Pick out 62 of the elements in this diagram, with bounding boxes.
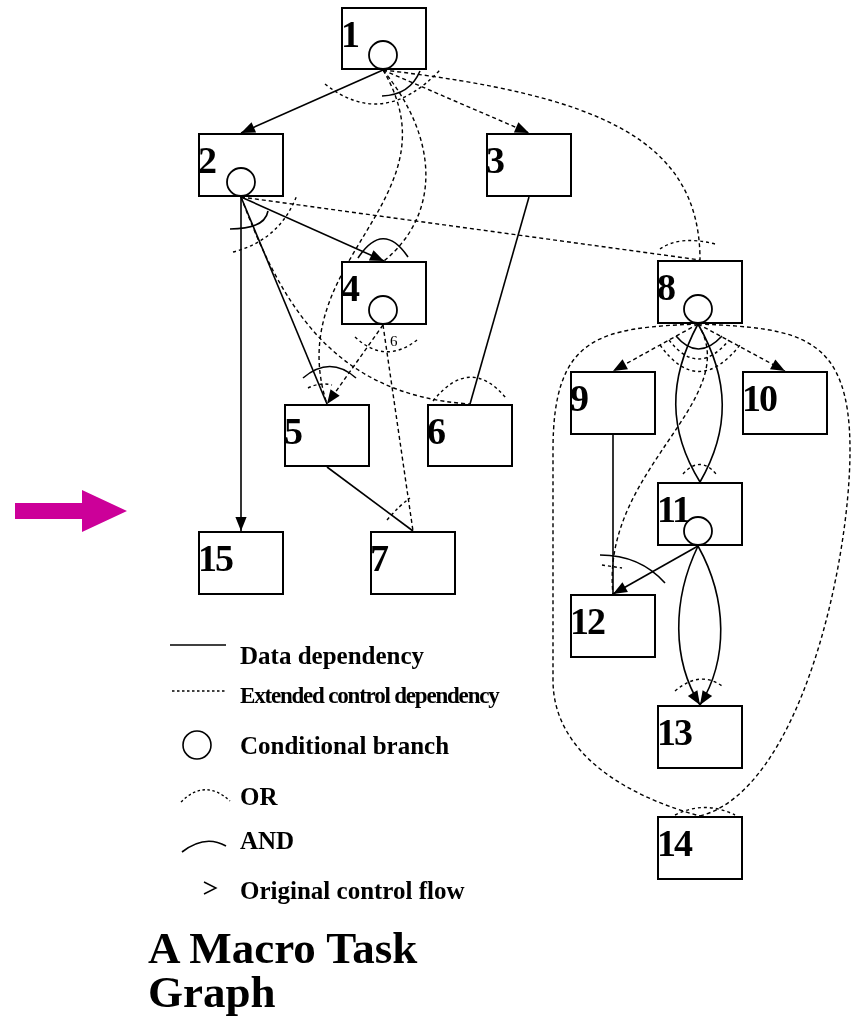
data-dependency-line bbox=[469, 196, 530, 405]
control-dependency-arrow bbox=[382, 69, 530, 134]
control-dependency-line bbox=[552, 323, 701, 817]
data-dependency-line bbox=[326, 466, 414, 532]
legend-label: Original control flow bbox=[240, 878, 465, 903]
data-dependency-arrow bbox=[697, 545, 722, 706]
data-dependency-line bbox=[674, 323, 701, 483]
conditional-branch-circle bbox=[368, 40, 398, 70]
conditional-branch-circle bbox=[226, 167, 256, 197]
diagram-title: A Macro Task Graph bbox=[148, 926, 419, 1014]
task-number: 11 bbox=[657, 490, 689, 528]
task-number: 4 bbox=[341, 269, 358, 307]
control-dependency-line bbox=[240, 196, 471, 405]
legend-label: AND bbox=[240, 828, 295, 853]
task-number: 2 bbox=[198, 141, 215, 179]
data-dependency-arrow bbox=[612, 545, 699, 595]
control-dependency-arrow bbox=[326, 324, 384, 405]
annotation-label: 6 bbox=[390, 334, 398, 349]
legend-label: Data dependency bbox=[240, 643, 425, 668]
task-number: 8 bbox=[657, 268, 674, 306]
data-dependency-arrow bbox=[235, 196, 247, 532]
task-number: 5 bbox=[284, 412, 301, 450]
task-number: 14 bbox=[657, 824, 691, 862]
task-number: 12 bbox=[570, 602, 604, 640]
data-dependency-arrow bbox=[240, 196, 385, 262]
control-dependency-arrow bbox=[612, 323, 699, 372]
legend-label: OR bbox=[240, 784, 278, 809]
macro-task-box bbox=[198, 133, 284, 197]
macro-task-box bbox=[657, 260, 743, 324]
task-number: 7 bbox=[370, 539, 387, 577]
control-dependency-line bbox=[382, 324, 414, 532]
macro-task-box bbox=[284, 404, 370, 467]
data-dependency-line bbox=[612, 434, 614, 595]
macro-task-box bbox=[198, 531, 284, 595]
task-number: 15 bbox=[198, 539, 232, 577]
task-number: 9 bbox=[570, 379, 587, 417]
data-dependency-line bbox=[697, 323, 724, 483]
macro-task-box bbox=[570, 371, 656, 435]
task-number: 13 bbox=[657, 713, 691, 751]
control-dependency-line bbox=[697, 323, 851, 817]
macro-task-box bbox=[427, 404, 513, 467]
conditional-branch-circle bbox=[683, 294, 713, 324]
macro-task-box bbox=[341, 7, 427, 70]
macro-task-box bbox=[370, 531, 456, 595]
macro-task-box bbox=[341, 261, 427, 325]
data-dependency-arrow bbox=[240, 69, 384, 134]
conditional-branch-circle bbox=[368, 295, 398, 325]
task-number: 1 bbox=[341, 15, 358, 53]
macro-task-box bbox=[657, 482, 743, 546]
macro-task-box bbox=[742, 371, 828, 435]
macro-task-box bbox=[657, 705, 743, 769]
legend-label: Conditional branch bbox=[240, 733, 450, 758]
macro-task-box bbox=[486, 133, 572, 197]
task-number: 3 bbox=[486, 141, 503, 179]
legend-label: Extended control dependency bbox=[240, 684, 499, 707]
data-dependency-arrow bbox=[677, 545, 701, 706]
macro-task-box bbox=[570, 594, 656, 658]
control-dependency-line bbox=[382, 69, 427, 262]
task-number: 6 bbox=[427, 412, 444, 450]
task-number: 10 bbox=[742, 379, 776, 417]
control-dependency-arrow bbox=[697, 323, 786, 372]
macro-task-box bbox=[657, 816, 743, 880]
